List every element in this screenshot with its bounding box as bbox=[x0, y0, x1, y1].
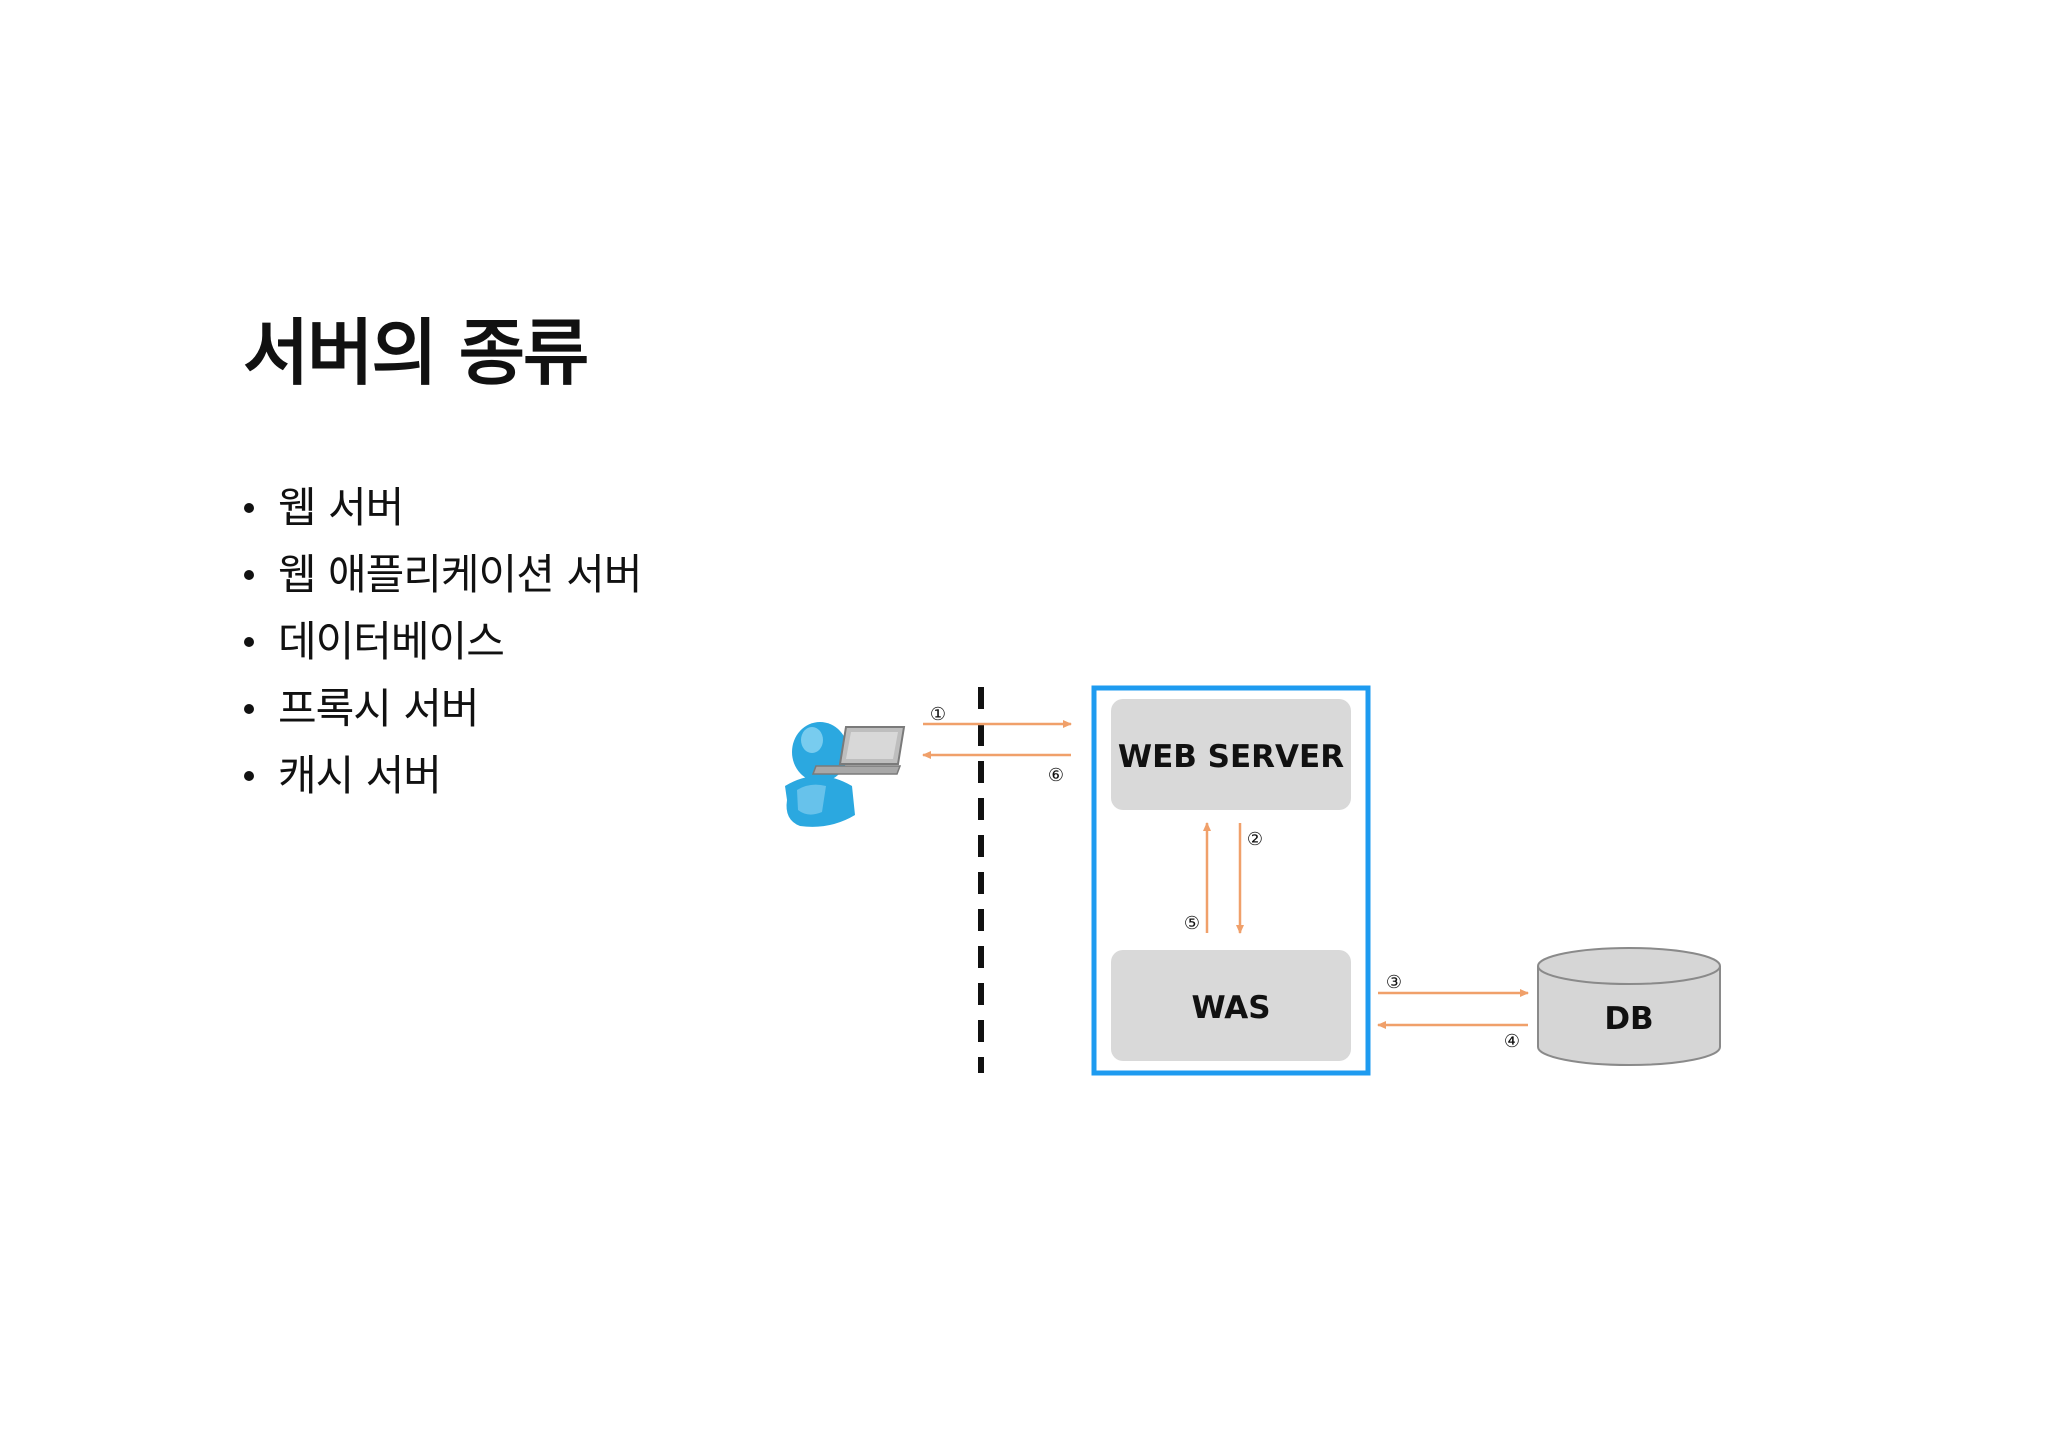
list-item: 데이터베이스 bbox=[244, 608, 641, 675]
server-types-list: 웹 서버 웹 애플리케이션 서버 데이터베이스 프록시 서버 캐시 서버 bbox=[244, 474, 642, 809]
step-2-label: ② bbox=[1247, 829, 1263, 850]
list-item-text: 웹 서버 bbox=[278, 483, 404, 532]
db-label: DB bbox=[1604, 1001, 1653, 1037]
step-3-label: ③ bbox=[1386, 972, 1402, 993]
list-item: 프록시 서버 bbox=[244, 675, 641, 742]
bullet-dot bbox=[244, 570, 254, 580]
list-item-text: 웹 애플리케이션 서버 bbox=[278, 550, 642, 599]
bullet-dot bbox=[244, 771, 254, 781]
was-box bbox=[1111, 950, 1351, 1061]
web-server-box bbox=[1111, 699, 1351, 810]
step-6-label: ⑥ bbox=[1048, 765, 1064, 786]
bullet-dot bbox=[244, 704, 254, 714]
step-1-label: ① bbox=[930, 704, 946, 725]
step-4-label: ④ bbox=[1504, 1031, 1520, 1052]
list-item: 캐시 서버 bbox=[244, 742, 641, 809]
user-with-laptop-icon bbox=[785, 722, 906, 827]
was-label: WAS bbox=[1191, 990, 1270, 1026]
web-server-label: WEB SERVER bbox=[1118, 739, 1344, 775]
bullet-dot bbox=[244, 637, 254, 647]
list-item-text: 캐시 서버 bbox=[278, 751, 442, 800]
server-group-frame bbox=[1091, 685, 1371, 1076]
list-item-text: 데이터베이스 bbox=[278, 617, 505, 666]
slide-title: 서버의 종류 bbox=[243, 311, 589, 395]
list-item: 웹 애플리케이션 서버 bbox=[244, 541, 642, 608]
bullet-dot bbox=[244, 503, 254, 513]
list-item-text: 프록시 서버 bbox=[278, 684, 480, 733]
list-item: 웹 서버 bbox=[244, 474, 641, 541]
step-5-label: ⑤ bbox=[1184, 913, 1200, 934]
database-cylinder-icon bbox=[1537, 947, 1721, 1066]
